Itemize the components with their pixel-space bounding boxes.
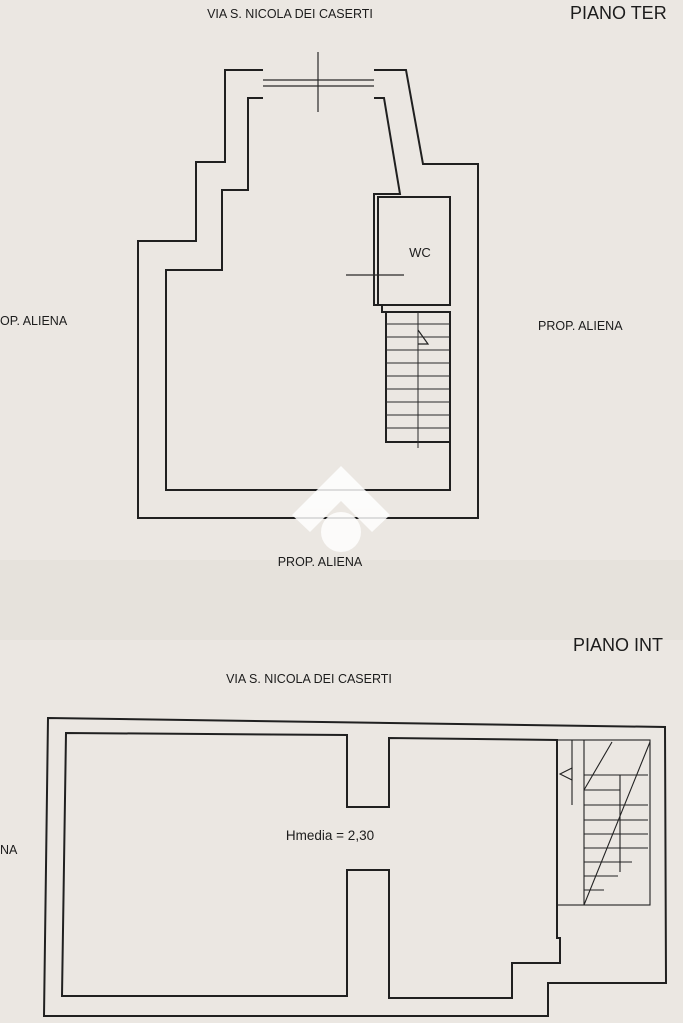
ground-floor-stair-arrow [417,329,430,345]
ground-floor-bottom-neighbor-label: PROP. ALIENA [278,555,363,569]
wc-room [377,196,451,306]
mezzanine-left-neighbor-label: NA [0,843,18,857]
ground-floor-outer-wall [137,69,479,519]
watermark-logo [292,466,390,552]
mezzanine-staircase [556,739,651,906]
mezzanine-inner-wall [60,731,561,999]
mezzanine-average-height-label: Hmedia = 2,30 [286,828,374,843]
paper-shade [0,560,683,640]
mezzanine-street-label: VIA S. NICOLA DEI CASERTI [226,672,392,686]
ground-floor-stair-treads [386,312,450,448]
ground-floor-street-label: VIA S. NICOLA DEI CASERTI [207,7,373,21]
mezzanine-title: PIANO INT [573,635,663,655]
mezzanine-outer-wall [42,716,668,1017]
wc-label: WC [409,245,431,260]
ground-floor-left-neighbor-label: OP. ALIENA [0,314,68,328]
ground-floor-title: PIANO TER [570,3,667,23]
ground-floor-right-neighbor-label: PROP. ALIENA [538,319,623,333]
